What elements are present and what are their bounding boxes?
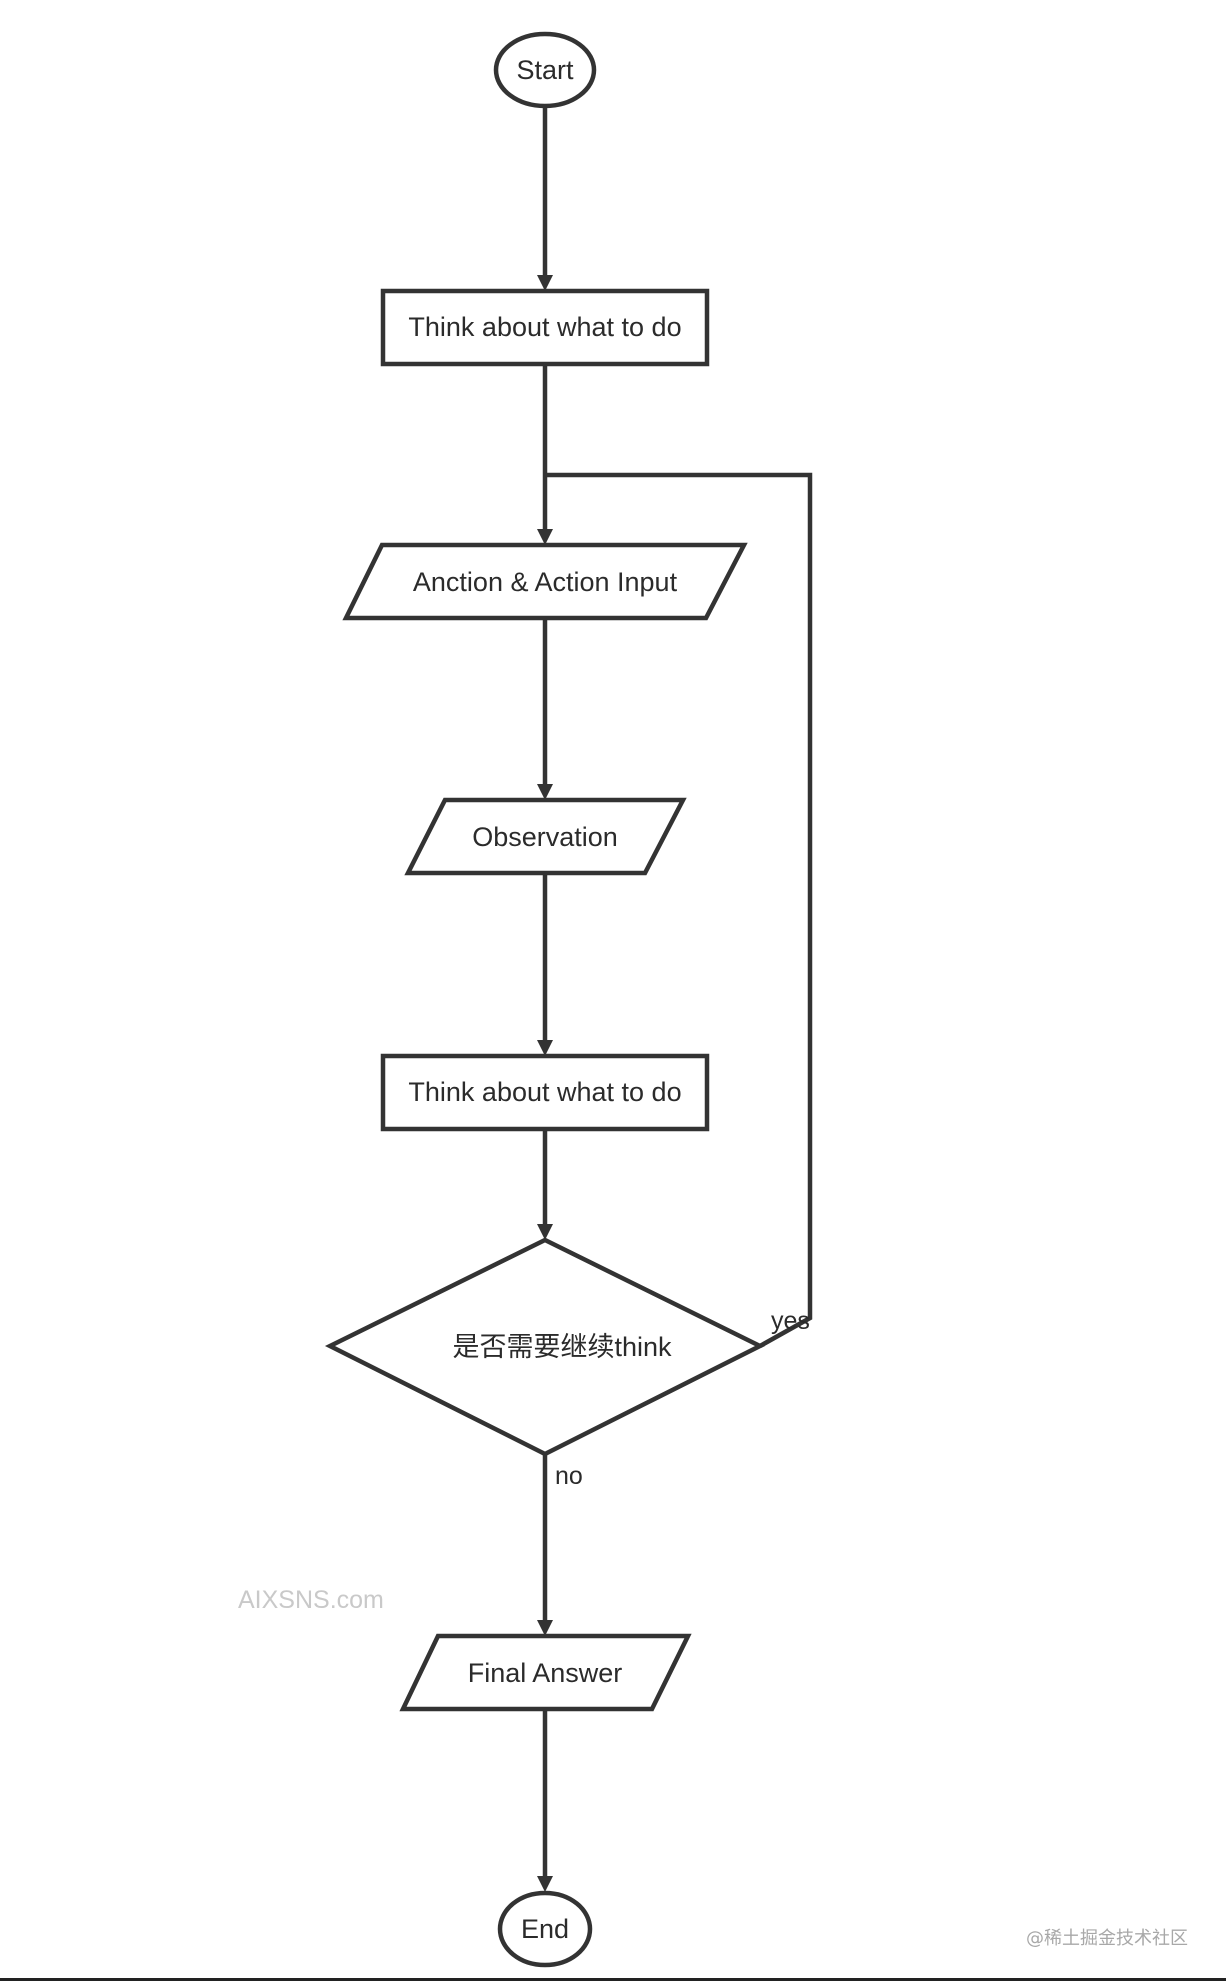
node-action: Anction & Action Input — [342, 542, 748, 621]
decision-label: 是否需要继续think — [452, 1332, 672, 1362]
node-think-2: Think about what to do — [380, 1053, 710, 1132]
edge-decision-yes-loop — [545, 472, 813, 1348]
node-final: Final Answer — [399, 1633, 692, 1712]
start-label: Start — [516, 55, 574, 85]
edges — [537, 106, 813, 1892]
observation-label: Observation — [472, 822, 618, 852]
think2-process-shape — [380, 1053, 710, 1132]
watermark-text: AIXSNS.com — [238, 1586, 384, 1614]
arrowhead-decision — [537, 1224, 553, 1240]
source-credit-text: @稀土掘金技术社区 — [1026, 1928, 1188, 1949]
observation-io-shape — [404, 797, 687, 876]
arrowhead-end — [537, 1876, 553, 1892]
end-terminal-shape — [497, 1890, 593, 1968]
think1-process-shape — [380, 288, 710, 367]
final-io-shape — [399, 1633, 692, 1712]
node-start: Start — [493, 31, 597, 109]
arrowhead-think1 — [537, 275, 553, 291]
think2-label: Think about what to do — [408, 1077, 681, 1107]
bottom-border-line — [0, 1978, 1226, 1981]
arrowhead-think2 — [537, 1040, 553, 1056]
decision-diamond-shape — [324, 1237, 766, 1457]
action-label: Anction & Action Input — [413, 567, 678, 597]
yes-label: yes — [771, 1307, 810, 1335]
arrowhead-action — [537, 529, 553, 545]
final-label: Final Answer — [468, 1658, 623, 1688]
think1-label: Think about what to do — [408, 312, 681, 342]
no-label: no — [555, 1462, 583, 1490]
start-terminal-shape — [493, 31, 597, 109]
node-end: End — [497, 1890, 593, 1968]
arrowhead-observation — [537, 784, 553, 800]
end-label: End — [521, 1914, 569, 1944]
arrowhead-final — [537, 1620, 553, 1636]
node-observation: Observation — [404, 797, 687, 876]
node-decision: 是否需要继续think — [324, 1237, 766, 1457]
action-io-shape — [342, 542, 748, 621]
node-think-1: Think about what to do — [380, 288, 710, 367]
